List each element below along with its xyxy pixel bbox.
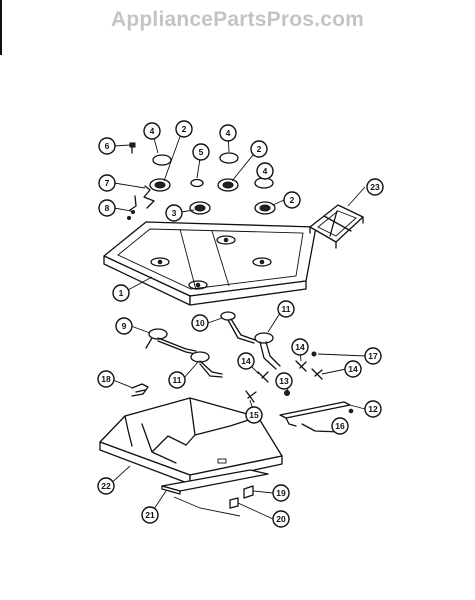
callout-11: 11 — [168, 371, 186, 389]
callout-20: 20 — [272, 510, 290, 528]
cooktop-assembly — [103, 221, 317, 306]
burner-heads — [149, 178, 276, 215]
callout-7: 7 — [98, 174, 116, 192]
callout-3: 3 — [165, 204, 183, 222]
svg-text:16: 16 — [335, 421, 345, 431]
svg-text:13: 13 — [279, 376, 289, 386]
svg-text:21: 21 — [145, 510, 155, 520]
svg-text:15: 15 — [249, 410, 259, 420]
screw — [129, 142, 136, 154]
svg-text:4: 4 — [226, 128, 231, 138]
svg-text:9: 9 — [122, 321, 127, 331]
callout-10: 10 — [191, 314, 209, 332]
svg-text:1: 1 — [119, 288, 124, 298]
callout-18: 18 — [97, 370, 115, 388]
svg-text:5: 5 — [199, 147, 204, 157]
svg-text:3: 3 — [172, 208, 177, 218]
callout-8: 8 — [98, 199, 116, 217]
svg-text:12: 12 — [368, 404, 378, 414]
svg-text:22: 22 — [101, 481, 111, 491]
callout-12: 12 — [364, 400, 382, 418]
callout-2: 2 — [175, 120, 193, 138]
svg-text:2: 2 — [290, 195, 295, 205]
svg-text:20: 20 — [276, 514, 286, 524]
base-panel — [161, 469, 269, 517]
callout-2: 2 — [283, 191, 301, 209]
svg-text:14: 14 — [241, 356, 251, 366]
valves — [245, 351, 354, 414]
svg-text:14: 14 — [295, 342, 305, 352]
callout-15: 15 — [245, 406, 263, 424]
site-watermark: AppliancePartsPros.com — [111, 8, 364, 31]
svg-text:8: 8 — [105, 203, 110, 213]
burner-caps — [152, 152, 274, 189]
callout-13: 13 — [275, 372, 293, 390]
svg-text:7: 7 — [105, 178, 110, 188]
svg-text:4: 4 — [150, 126, 155, 136]
grate — [309, 204, 364, 249]
svg-text:23: 23 — [370, 182, 380, 192]
callout-19: 19 — [272, 484, 290, 502]
svg-text:11: 11 — [173, 375, 182, 385]
callout-23: 23 — [366, 178, 384, 196]
callout-11: 11 — [277, 300, 295, 318]
bracket — [127, 185, 155, 220]
callout-4: 4 — [256, 162, 274, 180]
svg-text:10: 10 — [195, 318, 205, 328]
callout-2: 2 — [250, 140, 268, 158]
svg-text:2: 2 — [182, 124, 187, 134]
clip — [131, 383, 149, 397]
svg-text:17: 17 — [368, 351, 378, 361]
callout-1: 1 — [112, 284, 130, 302]
burner-tubes — [145, 311, 281, 378]
callout-14: 14 — [291, 338, 309, 356]
svg-text:2: 2 — [257, 144, 262, 154]
callout-14: 14 — [237, 352, 255, 370]
svg-text:4: 4 — [263, 166, 268, 176]
svg-text:6: 6 — [105, 141, 110, 151]
callout-21: 21 — [141, 506, 159, 524]
callout-14: 14 — [344, 360, 362, 378]
callout-5: 5 — [192, 143, 210, 161]
svg-text:19: 19 — [276, 488, 286, 498]
callout-9: 9 — [115, 317, 133, 335]
svg-text:18: 18 — [101, 374, 111, 384]
callout-4: 4 — [143, 122, 161, 140]
spark-module — [229, 485, 254, 509]
callout-4: 4 — [219, 124, 237, 142]
callout-17: 17 — [364, 347, 382, 365]
edge-mark — [0, 0, 2, 55]
svg-text:14: 14 — [348, 364, 358, 374]
leader-lines — [107, 130, 367, 520]
svg-text:11: 11 — [282, 304, 291, 314]
callout-16: 16 — [331, 417, 349, 435]
callout-6: 6 — [98, 137, 116, 155]
callout-22: 22 — [97, 477, 115, 495]
